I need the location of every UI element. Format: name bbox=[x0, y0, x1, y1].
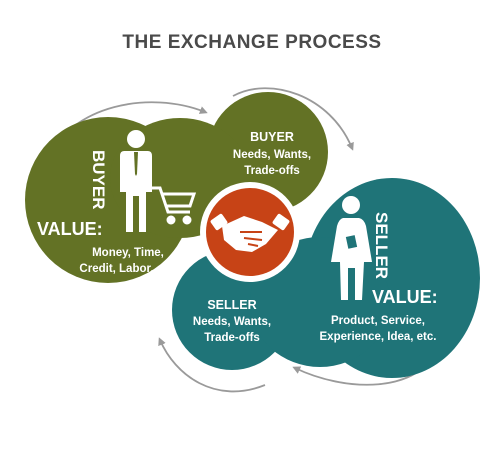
buyer-value-line-2: Credit, Labor, etc. bbox=[79, 263, 176, 275]
businessman-icon bbox=[120, 130, 152, 232]
handshake-icon bbox=[210, 213, 290, 252]
buyer-value-line-1: Money, Time, bbox=[92, 247, 164, 259]
buyer-needs-line-1: Needs, Wants, bbox=[233, 149, 311, 161]
arrow-buyer-needs-to-seller bbox=[232, 87, 354, 151]
buyer-value-heading: VALUE: bbox=[37, 219, 103, 239]
buyer-vertical-label: BUYER bbox=[89, 150, 108, 210]
seller-value-heading: VALUE: bbox=[372, 287, 438, 307]
seller-needs-line-1: Needs, Wants, bbox=[193, 316, 271, 328]
arrow-seller-needs-to-buyer bbox=[158, 337, 266, 393]
buyer-needs-heading: BUYER bbox=[250, 130, 294, 144]
seller-value-line-1: Product, Service, bbox=[331, 315, 425, 327]
seller-needs-heading: SELLER bbox=[207, 298, 256, 312]
seller-needs-line-2: Trade-offs bbox=[204, 332, 260, 344]
seller-vertical-label: SELLER bbox=[372, 212, 391, 279]
buyer-needs-line-2: Trade-offs bbox=[244, 165, 300, 177]
businesswoman-icon bbox=[331, 196, 372, 300]
center-circle bbox=[200, 182, 300, 282]
seller-value-line-2: Experience, Idea, etc. bbox=[320, 331, 437, 343]
shopping-cart-icon bbox=[152, 186, 197, 225]
page-title: THE EXCHANGE PROCESS bbox=[122, 32, 381, 53]
